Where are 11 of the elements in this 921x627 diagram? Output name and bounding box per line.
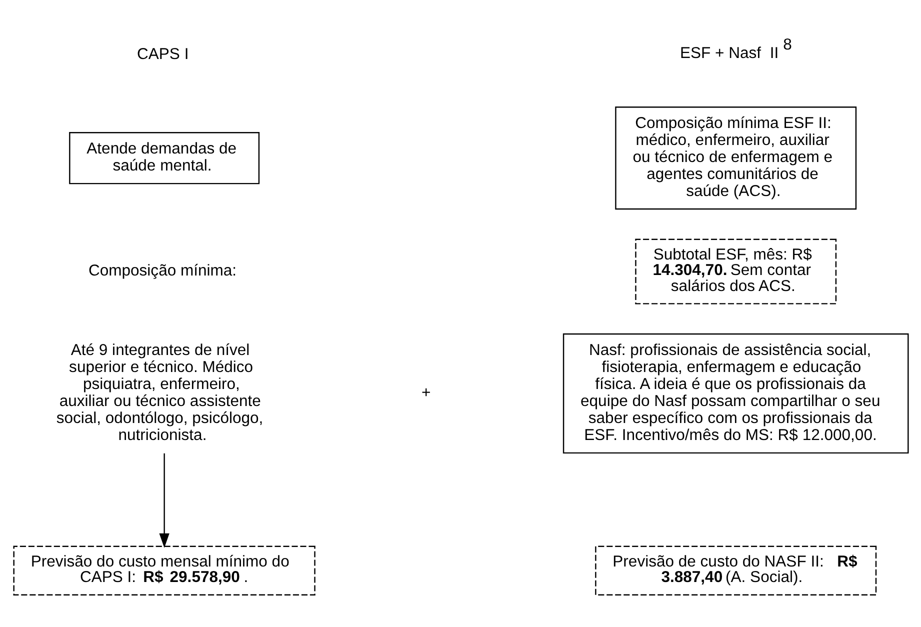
label: CAPS I [136,46,188,63]
node-box: Previsão de custo do NASF II: R$ 3.887,40 (A. Social). [594,545,876,596]
node-box: Nasf: profissionais de assistência social, fisioterapia, enfermagem e educação física. A ideia é que os profissionais da equipe do Nasf possam compartilhar o seu saber específico com os profissionais da ESF. Incentivo/mês do MS: R$ 12.000,00. [562,332,908,454]
node-box: Atende demandas de saúde mental. [68,131,260,184]
node-text: Até 9 integrantes de nível superior e técnico. Médico psiquiatra, enfermeiro, auxiliar ou técnico assistente social, odontólogo, psicólogo, nutricionista. [56,342,263,444]
node-text: Composição mínima: [88,262,236,280]
label: + [421,384,430,402]
node-box: Subtotal ESF, mês: R$ 14.304,70. Sem contar salários dos ACS. [634,238,836,304]
node-box: Previsão do custo mensal mínimo do CAPS I: R$ 29.578,90. [12,545,315,596]
arrow [158,452,169,548]
node-box: Composição mínima ESF II: médico, enfermeiro, auxiliar ou técnico de enfermagem e agentes comunitários de saúde (ACS). [614,106,856,210]
